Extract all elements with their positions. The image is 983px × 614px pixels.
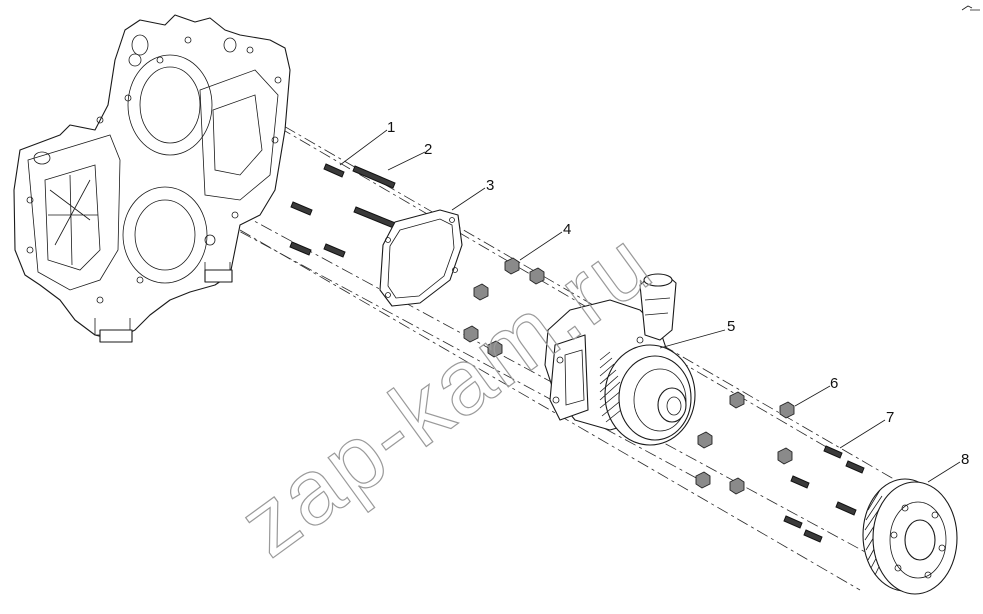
nuts-6: [695, 391, 795, 495]
gasket: [379, 209, 463, 307]
water-pump: [544, 273, 696, 446]
callout-1: 1: [387, 119, 395, 136]
callout-5: 5: [727, 318, 735, 335]
nuts-4: [463, 257, 545, 358]
pulley: [862, 478, 958, 595]
callout-8: 8: [961, 451, 969, 468]
callout-labels: 1 2 3 4 5 6 7 8: [387, 119, 969, 468]
studs-1: [289, 163, 346, 258]
axis-lines: [159, 91, 931, 591]
callout-4: 4: [563, 221, 571, 238]
callout-2: 2: [424, 141, 432, 158]
gear-housing: [13, 14, 291, 343]
studs-2: [352, 165, 399, 230]
studs-7: [783, 445, 865, 543]
callout-3: 3: [486, 177, 494, 194]
leader-lines: [339, 129, 961, 483]
small-arrow-icon: [961, 5, 980, 11]
callout-6: 6: [830, 375, 838, 392]
callout-7: 7: [886, 409, 894, 426]
